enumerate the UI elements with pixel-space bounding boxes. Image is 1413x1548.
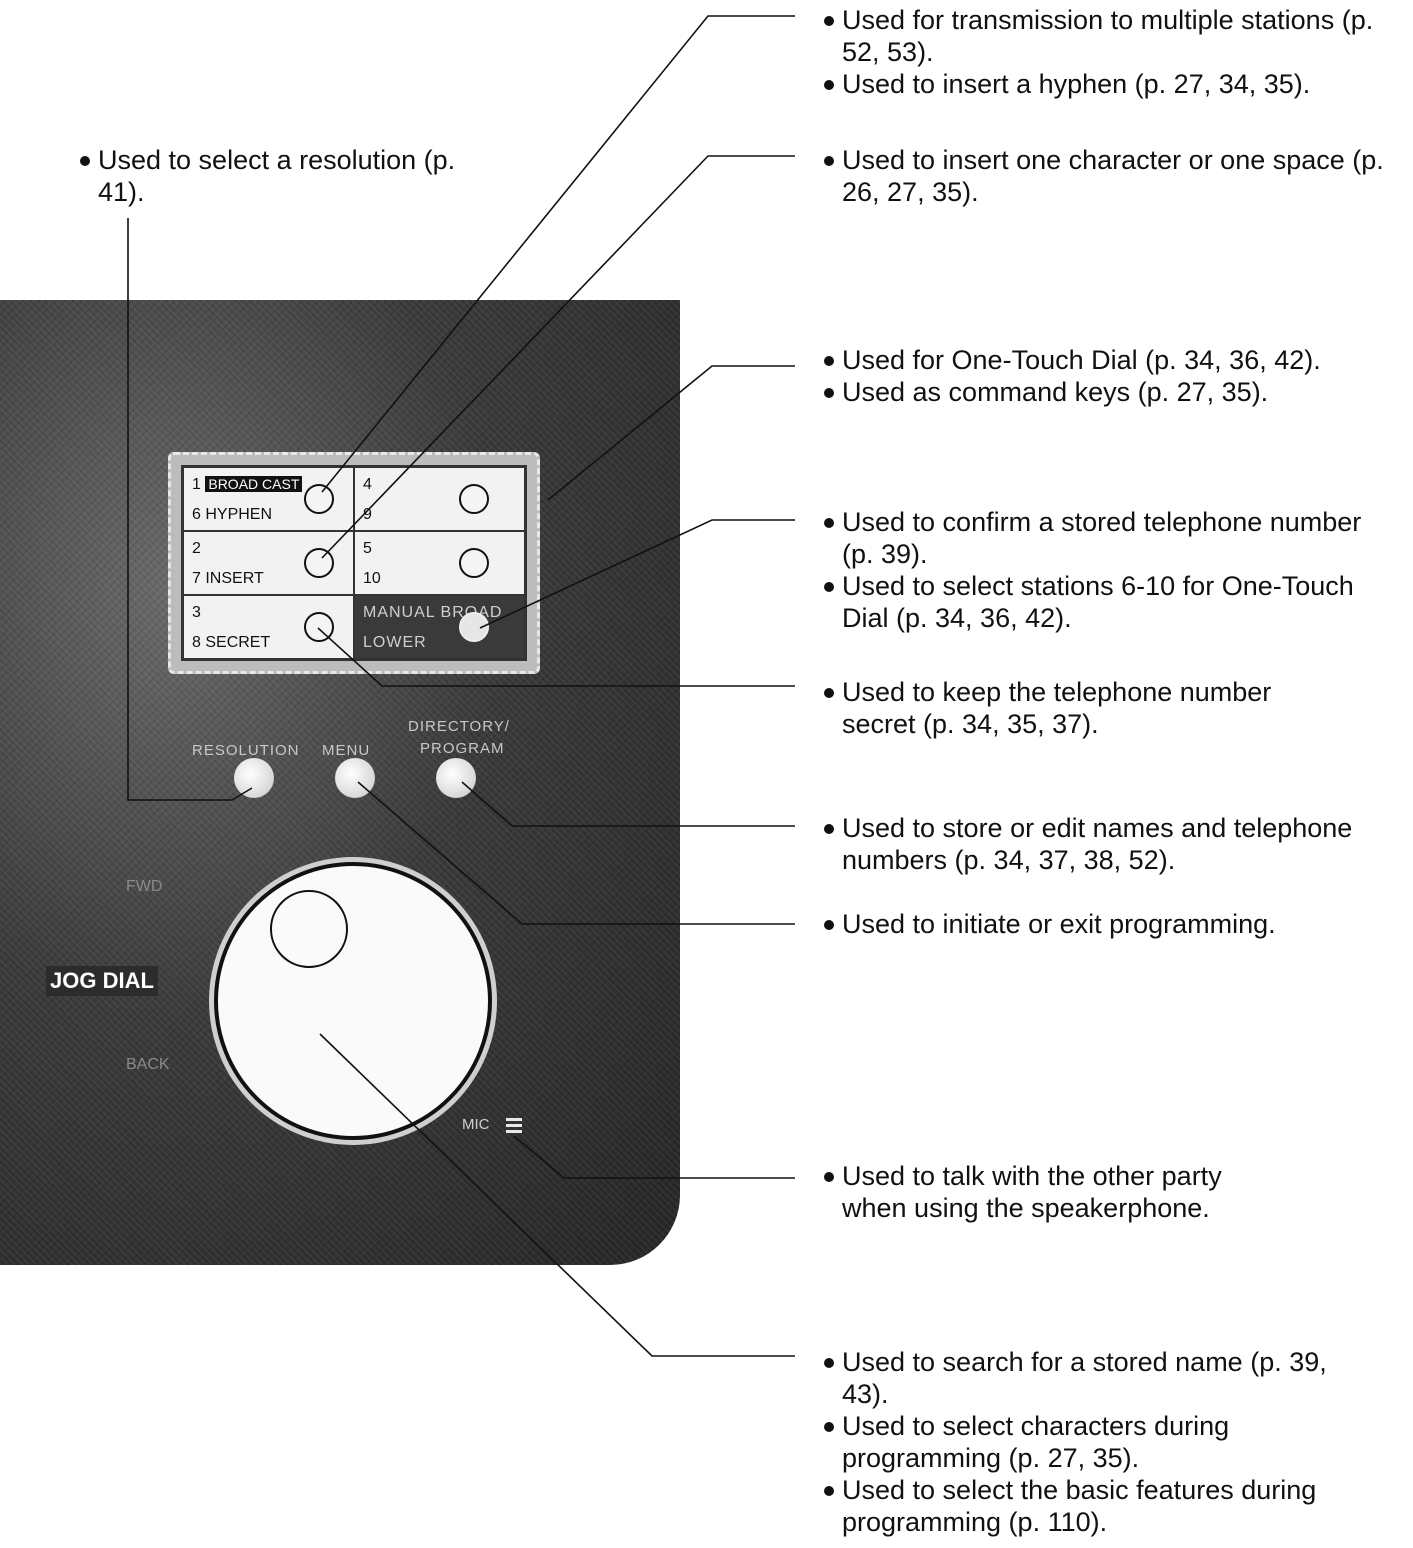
callout-one-touch-line-2: Used as command keys (p. 27, 35). — [820, 376, 1390, 408]
callout-mic-line-1: Used to talk with the other party when u… — [820, 1160, 1270, 1224]
callout-resolution-line-1: Used to select a resolution (p. 41). — [76, 144, 456, 208]
directory-label: DIRECTORY/ — [408, 718, 510, 735]
jog-dial-label: JOG DIAL — [46, 966, 158, 996]
key-hyphen-label: 6 HYPHEN — [192, 506, 272, 524]
callout-insert-line-1: Used to insert one character or one spac… — [820, 144, 1390, 208]
key-5-number: 5 — [363, 540, 372, 558]
one-touch-key-card: 1 BROAD CAST 6 HYPHEN 4 9 2 7 INSERT 5 1… — [168, 452, 540, 674]
callout-lower: Used to confirm a stored telephone numbe… — [820, 506, 1400, 634]
key-cell-lower: MANUAL BROAD LOWER — [354, 595, 525, 659]
menu-button[interactable] — [335, 758, 375, 798]
callout-broadcast: Used for transmission to multiple statio… — [820, 4, 1390, 100]
callout-resolution: Used to select a resolution (p. 41). — [76, 144, 456, 208]
mic-label: MIC — [462, 1116, 490, 1133]
resolution-button[interactable] — [234, 758, 274, 798]
callout-jog: Used to search for a stored name (p. 39,… — [820, 1346, 1380, 1538]
program-label: PROGRAM — [420, 740, 505, 757]
callout-jog-line-3: Used to select the basic features during… — [820, 1474, 1380, 1538]
callout-lower-line-2: Used to select stations 6-10 for One-Tou… — [820, 570, 1400, 634]
key-1-number: 1 — [192, 476, 201, 493]
callout-directory: Used to store or edit names and telephon… — [820, 812, 1400, 876]
back-label: BACK — [126, 1056, 170, 1074]
jog-dial-knob[interactable] — [270, 890, 348, 968]
key-9-number: 9 — [363, 506, 372, 524]
menu-label: MENU — [322, 742, 370, 759]
callout-jog-line-2: Used to select characters during program… — [820, 1410, 1380, 1474]
callout-broadcast-line-2: Used to insert a hyphen (p. 27, 34, 35). — [820, 68, 1390, 100]
key-4-number: 4 — [363, 476, 372, 494]
broadcast-key[interactable] — [304, 484, 334, 514]
directory-program-button[interactable] — [436, 758, 476, 798]
key-cell-secret: 3 8 SECRET — [183, 595, 354, 659]
one-touch-key-5[interactable] — [459, 548, 489, 578]
microphone-icon — [506, 1118, 522, 1136]
callout-insert: Used to insert one character or one spac… — [820, 144, 1390, 208]
secret-key[interactable] — [304, 612, 334, 642]
callout-secret: Used to keep the telephone number secret… — [820, 676, 1340, 740]
broadcast-tag: BROAD CAST — [205, 476, 302, 492]
resolution-label: RESOLUTION — [192, 742, 300, 759]
key-cell-insert: 2 7 INSERT — [183, 531, 354, 595]
callout-one-touch-line-1: Used for One-Touch Dial (p. 34, 36, 42). — [820, 344, 1390, 376]
key-3-number: 3 — [192, 604, 201, 622]
callout-directory-line-1: Used to store or edit names and telephon… — [820, 812, 1400, 876]
callout-menu-line-1: Used to initiate or exit programming. — [820, 908, 1400, 940]
callout-jog-line-1: Used to search for a stored name (p. 39,… — [820, 1346, 1380, 1410]
lower-key[interactable] — [459, 612, 489, 642]
callout-menu: Used to initiate or exit programming. — [820, 908, 1400, 940]
callout-lower-line-1: Used to confirm a stored telephone numbe… — [820, 506, 1400, 570]
callout-secret-line-1: Used to keep the telephone number secret… — [820, 676, 1340, 740]
key-2-number: 2 — [192, 540, 201, 558]
callout-mic: Used to talk with the other party when u… — [820, 1160, 1270, 1224]
key-10-number: 10 — [363, 570, 381, 588]
key-cell-5: 5 10 — [354, 531, 525, 595]
jog-dial[interactable] — [214, 862, 492, 1140]
key-insert-label: 7 INSERT — [192, 570, 264, 588]
callout-broadcast-line-1: Used for transmission to multiple statio… — [820, 4, 1390, 68]
forward-label: FWD — [126, 878, 162, 896]
key-cell-4: 4 9 — [354, 467, 525, 531]
one-touch-key-4[interactable] — [459, 484, 489, 514]
callout-one-touch: Used for One-Touch Dial (p. 34, 36, 42).… — [820, 344, 1390, 408]
key-secret-label: 8 SECRET — [192, 634, 270, 652]
lower-label: LOWER — [363, 634, 427, 652]
key-cell-broadcast: 1 BROAD CAST 6 HYPHEN — [183, 467, 354, 531]
insert-key[interactable] — [304, 548, 334, 578]
one-touch-key-grid: 1 BROAD CAST 6 HYPHEN 4 9 2 7 INSERT 5 1… — [181, 465, 527, 661]
